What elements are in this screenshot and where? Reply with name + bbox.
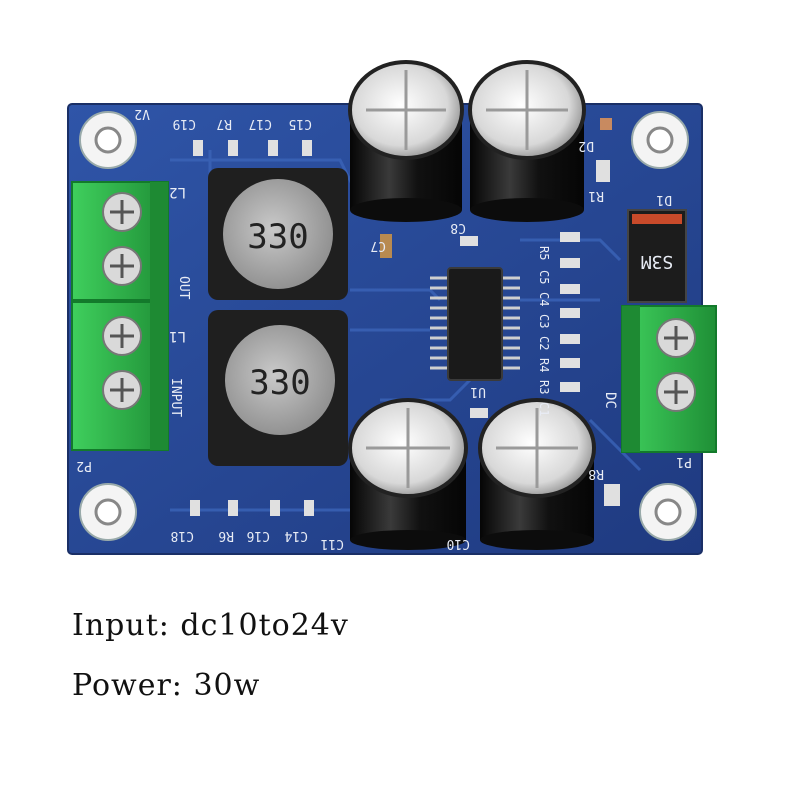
label-r4: R4 — [537, 358, 551, 372]
label-out: OUT — [176, 276, 191, 300]
amplifier-chip: U1 — [430, 267, 520, 399]
label-l1: L1 — [169, 328, 186, 344]
screw-icon — [656, 318, 696, 358]
label-d1: D1 — [656, 192, 672, 207]
label-r1: R1 — [588, 188, 604, 203]
label-v2: V2 — [134, 106, 150, 121]
power-spec-text: Power: 30w — [72, 668, 261, 703]
label-p1: P1 — [676, 454, 692, 469]
label-c14: C14 — [284, 528, 308, 543]
terminal-block-left — [71, 181, 169, 451]
inductor-marking: 330 — [247, 217, 308, 257]
label-r7: R7 — [216, 116, 232, 131]
chip-label: U1 — [470, 384, 486, 399]
label-c2: C2 — [537, 336, 551, 350]
terminal-block-right — [621, 305, 717, 453]
electrolytic-capacitor — [478, 398, 596, 550]
electrolytic-capacitor — [468, 60, 586, 222]
label-c18: C18 — [171, 528, 194, 543]
label-r5: R5 — [537, 246, 551, 260]
mounting-hole — [79, 111, 137, 169]
label-c16: C16 — [247, 528, 270, 543]
label-c10: C10 — [447, 536, 470, 551]
mounting-hole — [79, 483, 137, 541]
screw-icon — [102, 192, 142, 232]
mounting-hole — [631, 111, 689, 169]
label-dc: DC — [602, 392, 618, 409]
label-d2: D2 — [578, 138, 594, 153]
electrolytic-capacitor — [348, 398, 468, 550]
label-c15: C15 — [289, 116, 312, 131]
inductor-l1: 330 — [208, 310, 348, 466]
label-r6: R6 — [218, 528, 234, 543]
label-input: INPUT — [168, 378, 183, 417]
label-c17: C17 — [249, 116, 272, 131]
smd-components — [190, 118, 620, 516]
screw-icon — [102, 316, 142, 356]
silkscreen-labels: V2 C19 R7 C17 C15 L2 L1 OUT INPUT P2 C18… — [76, 106, 692, 551]
screw-icon — [102, 370, 142, 410]
label-c19: C19 — [173, 116, 196, 131]
diode-marking: S3M — [641, 251, 674, 272]
label-c4: C4 — [537, 292, 551, 306]
inductor-l2: 330 — [208, 168, 348, 300]
label-c8: C8 — [450, 220, 466, 235]
label-c3: C3 — [537, 314, 551, 328]
mounting-hole — [639, 483, 697, 541]
label-c1: C1 — [537, 402, 551, 416]
label-p2: P2 — [76, 458, 92, 473]
inductor-marking: 330 — [249, 363, 310, 403]
label-c11: C11 — [321, 536, 344, 551]
label-r3: R3 — [537, 380, 551, 394]
amplifier-board-photo: S3M 330 330 U1 — [67, 60, 717, 555]
electrolytic-capacitor — [348, 60, 464, 222]
screw-icon — [102, 246, 142, 286]
screw-icon — [656, 372, 696, 412]
label-l2: L2 — [169, 184, 186, 200]
label-r8: R8 — [588, 466, 604, 481]
diode-s3m: S3M — [627, 209, 687, 303]
label-c5: C5 — [537, 270, 551, 284]
label-c7: C7 — [370, 238, 386, 253]
input-spec-text: Input: dc10to24v — [72, 608, 349, 643]
